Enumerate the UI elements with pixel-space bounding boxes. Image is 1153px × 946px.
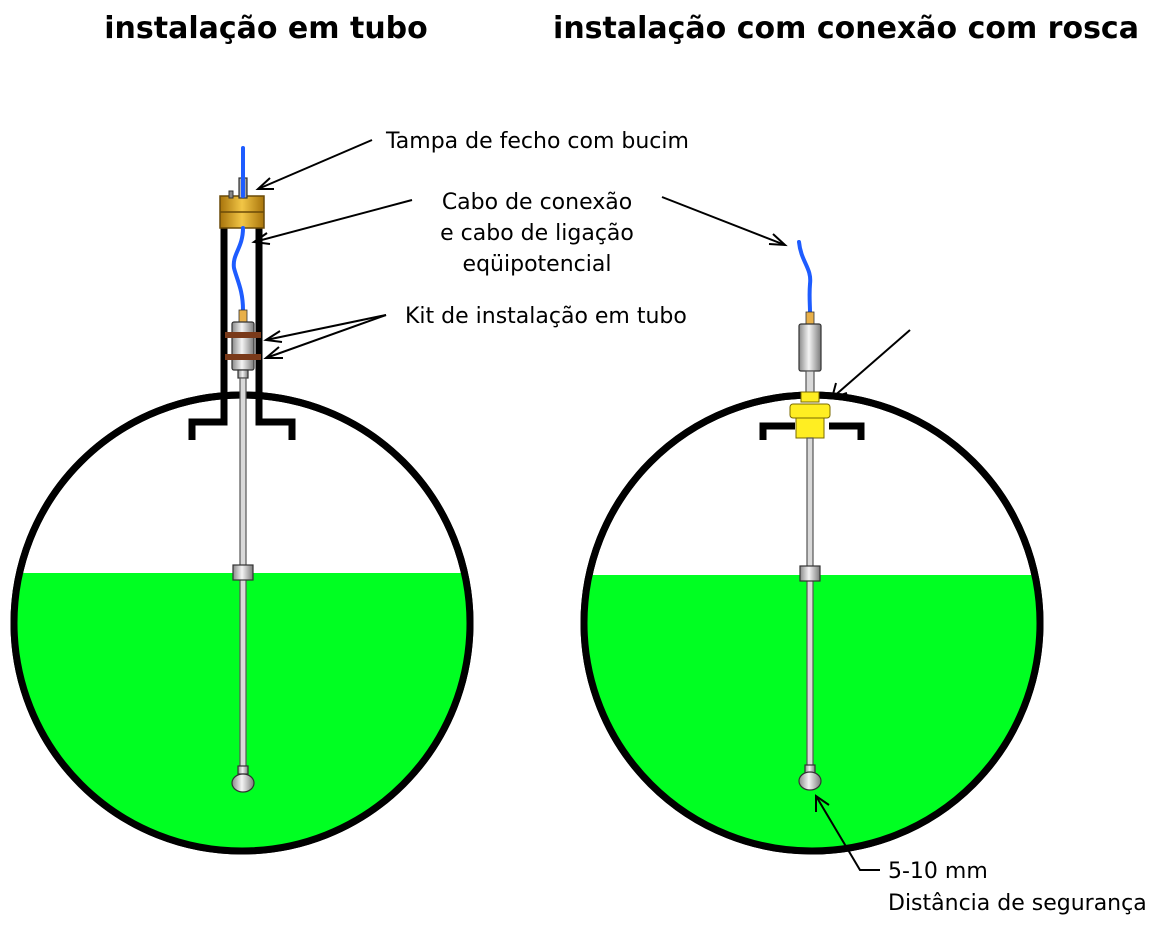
arrow-kit-lower bbox=[265, 314, 387, 359]
label-cable-line2: e cabo de ligação bbox=[440, 221, 634, 246]
title-pipe-installation: instalação em tubo bbox=[104, 11, 428, 46]
float-right bbox=[799, 565, 821, 582]
probe-tip-left bbox=[231, 773, 255, 793]
label-pipe-kit: Kit de instalação em tubo bbox=[405, 304, 687, 329]
arrow-kit-upper bbox=[265, 314, 387, 341]
probe-head-right bbox=[798, 323, 822, 372]
threaded-fitting bbox=[789, 391, 831, 439]
connection-cable-right bbox=[797, 240, 813, 314]
pipe-left-wall bbox=[188, 213, 228, 440]
arrow-cable-left bbox=[253, 199, 413, 243]
arrow-fitting bbox=[831, 329, 911, 399]
probe-rod-right bbox=[806, 437, 814, 777]
title-threaded-installation: instalação com conexão com rosca bbox=[553, 11, 1139, 46]
probe-head-left bbox=[231, 321, 255, 371]
label-distance-value: 5-10 mm bbox=[888, 859, 988, 884]
tank-left bbox=[10, 146, 474, 855]
arrow-cable-right bbox=[661, 196, 786, 246]
nozzle-right-left bbox=[759, 422, 795, 440]
pipe-kit-clamp-upper bbox=[225, 332, 261, 338]
probe-tip-right bbox=[798, 771, 822, 791]
label-cable-line3: eqüipotencial bbox=[463, 252, 612, 277]
label-cable-line1: Cabo de conexão bbox=[442, 190, 632, 215]
pipe-right-wall bbox=[255, 213, 296, 440]
nozzle-right-right bbox=[829, 422, 865, 440]
arrow-cap bbox=[257, 139, 373, 190]
float-left bbox=[232, 564, 254, 581]
leader-arrows bbox=[251, 139, 911, 871]
pipe-kit-clamp-lower bbox=[225, 354, 261, 360]
arrow-safety-distance bbox=[815, 795, 880, 871]
label-closure-cap: Tampa de fecho com bucim bbox=[385, 129, 689, 154]
connection-cable-left bbox=[231, 146, 245, 312]
label-safety-distance: Distância de segurança bbox=[888, 891, 1147, 916]
